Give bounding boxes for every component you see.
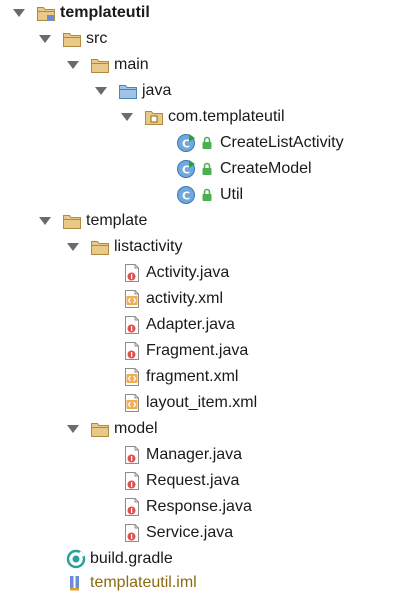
next-row-partial	[0, 596, 400, 602]
tree-node-listactivity[interactable]: listactivity	[66, 234, 182, 260]
tree-node-class[interactable]: Util	[176, 182, 243, 208]
lock-icon	[200, 162, 214, 176]
tree-node-label: template	[86, 212, 148, 229]
expand-arrow-icon[interactable]	[66, 240, 80, 254]
tree-node-label: CreateModel	[220, 160, 312, 177]
tree-node-label: Request.java	[146, 472, 240, 489]
folder-icon	[62, 29, 82, 49]
tree-node-template[interactable]: template	[38, 208, 147, 234]
tree-node-label: activity.xml	[146, 290, 224, 307]
tree-node-label: model	[114, 420, 158, 437]
java-file-icon	[122, 341, 142, 361]
tree-node-label: build.gradle	[90, 550, 173, 567]
tree-node-file[interactable]: activity.xml	[122, 286, 223, 312]
tree-node-label: Util	[220, 186, 244, 203]
tree-node-label: fragment.xml	[146, 368, 239, 385]
class-icon	[176, 159, 196, 179]
tree-node-templateutil[interactable]: templateutil	[12, 0, 150, 26]
tree-node-label: listactivity	[114, 238, 183, 255]
tree-node-label: Manager.java	[146, 446, 243, 463]
lock-icon	[200, 188, 214, 202]
lock-icon	[200, 136, 214, 150]
tree-node-main[interactable]: main	[66, 52, 149, 78]
gradle-icon	[66, 549, 86, 569]
tree-node-class[interactable]: CreateListActivity	[176, 130, 344, 156]
tree-node-model[interactable]: model	[66, 416, 158, 442]
iml-icon	[66, 573, 86, 593]
java-file-icon	[122, 263, 142, 283]
folder-icon	[90, 419, 110, 439]
folder-icon	[62, 211, 82, 231]
tree-node-build-gradle[interactable]: build.gradle	[66, 546, 173, 572]
tree-node-file[interactable]: Activity.java	[122, 260, 229, 286]
tree-node-file[interactable]: Manager.java	[122, 442, 242, 468]
xml-file-icon	[122, 289, 142, 309]
tree-node-label: Response.java	[146, 498, 252, 515]
tree-node-file[interactable]: layout_item.xml	[122, 390, 257, 416]
source-folder-icon	[118, 81, 138, 101]
java-file-icon	[122, 471, 142, 491]
java-file-icon	[122, 445, 142, 465]
tree-node-iml[interactable]: templateutil.iml	[66, 570, 197, 596]
expand-arrow-icon[interactable]	[66, 422, 80, 436]
package-icon	[144, 107, 164, 127]
tree-node-file[interactable]: Request.java	[122, 468, 239, 494]
tree-node-file[interactable]: Service.java	[122, 520, 233, 546]
tree-node-label: templateutil.iml	[90, 574, 197, 591]
class-icon	[176, 185, 196, 205]
tree-node-src[interactable]: src	[38, 26, 107, 52]
tree-node-label: layout_item.xml	[146, 394, 258, 411]
tree-node-label: templateutil	[60, 4, 150, 21]
tree-node-file[interactable]: Response.java	[122, 494, 252, 520]
expand-arrow-icon[interactable]	[38, 214, 52, 228]
expand-arrow-icon[interactable]	[66, 58, 80, 72]
tree-node-java[interactable]: java	[94, 78, 171, 104]
java-file-icon	[122, 523, 142, 543]
tree-node-file[interactable]: Adapter.java	[122, 312, 235, 338]
expand-arrow-icon[interactable]	[12, 6, 26, 20]
tree-node-label: java	[142, 82, 172, 99]
tree-node-label: com.templateutil	[168, 108, 285, 125]
java-file-icon	[122, 497, 142, 517]
tree-node-label: main	[114, 56, 149, 73]
expand-arrow-icon[interactable]	[94, 84, 108, 98]
tree-node-class[interactable]: CreateModel	[176, 156, 312, 182]
tree-node-label: Service.java	[146, 524, 234, 541]
tree-node-label: Fragment.java	[146, 342, 249, 359]
xml-file-icon	[122, 393, 142, 413]
tree-node-package[interactable]: com.templateutil	[120, 104, 285, 130]
tree-node-label: Activity.java	[146, 264, 230, 281]
module-folder-icon	[36, 3, 56, 23]
tree-node-label: CreateListActivity	[220, 134, 344, 151]
tree-node-label: Adapter.java	[146, 316, 235, 333]
xml-file-icon	[122, 367, 142, 387]
class-icon	[176, 133, 196, 153]
expand-arrow-icon[interactable]	[38, 32, 52, 46]
folder-icon	[90, 237, 110, 257]
java-file-icon	[122, 315, 142, 335]
expand-arrow-icon[interactable]	[120, 110, 134, 124]
tree-node-file[interactable]: fragment.xml	[122, 364, 238, 390]
folder-icon	[90, 55, 110, 75]
tree-node-file[interactable]: Fragment.java	[122, 338, 248, 364]
tree-node-label: src	[86, 30, 108, 47]
